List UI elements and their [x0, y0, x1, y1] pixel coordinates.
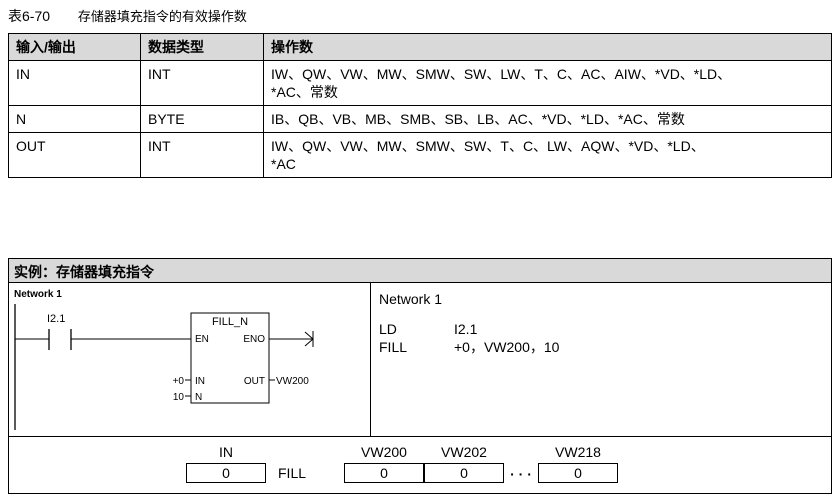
example-divider-vertical	[370, 283, 371, 436]
stl-arg-ld: I2.1	[454, 321, 478, 337]
example-divider-horizontal	[9, 436, 831, 437]
pin-n: N	[195, 392, 202, 403]
ladder-diagram: Network 1 I2.1 FILL_N EN ENO IN N OUT +0…	[14, 289, 314, 430]
header-io: 输入/输出	[8, 33, 141, 61]
cell-operands: IW、QW、VW、MW、SMW、SW、T、C、LW、AQW、*VD、*LD、 *…	[263, 132, 832, 178]
contact-address: I2.1	[47, 313, 65, 325]
cell-value-vw202: 0	[424, 463, 504, 483]
table-header-row: 输入/输出 数据类型 操作数	[8, 33, 832, 61]
cell-type: INT	[140, 132, 264, 178]
cell-io: N	[8, 105, 141, 133]
diagram-in-label: IN	[219, 444, 233, 460]
diagram-ellipsis: · · ·	[510, 466, 532, 482]
cell-label-vw202: VW202	[441, 444, 487, 460]
operands-line: *AC、常数	[271, 84, 338, 100]
pin-in: IN	[195, 376, 205, 387]
cell-operands: IW、QW、VW、MW、SMW、SW、LW、T、C、AC、AIW、*VD、*LD…	[263, 60, 832, 106]
table-row: OUT INT IW、QW、VW、MW、SMW、SW、T、C、LW、AQW、*V…	[8, 132, 832, 178]
in-value: +0	[173, 376, 185, 387]
cell-value-vw200: 0	[344, 463, 424, 483]
diagram-fill-label: FILL	[278, 465, 307, 481]
stl-op-fill: FILL	[379, 339, 408, 355]
cell-operands: IB、QB、VB、MB、SMB、SB、LB、AC、*VD、*LD、*AC、常数	[263, 105, 832, 133]
operands-line: IW、QW、VW、MW、SMW、SW、LW、T、C、AC、AIW、*VD、*LD…	[271, 66, 732, 82]
diagram-in-value: 0	[186, 463, 266, 483]
cell-type: BYTE	[140, 105, 264, 133]
pin-eno: ENO	[243, 334, 265, 345]
table-caption: 表6-70 存储器填充指令的有效操作数	[8, 6, 247, 26]
pin-en: EN	[195, 334, 209, 345]
stl-network-label: Network 1	[379, 291, 443, 307]
table-row: IN INT IW、QW、VW、MW、SMW、SW、LW、T、C、AC、AIW、…	[8, 60, 832, 106]
operands-table: 输入/输出 数据类型 操作数 IN INT IW、QW、VW、MW、SMW、SW…	[8, 33, 832, 178]
cell-type: INT	[140, 60, 264, 106]
pin-out: OUT	[244, 376, 265, 387]
n-value: 10	[173, 392, 185, 403]
box-title: FILL_N	[212, 316, 248, 328]
fill-n-box	[190, 312, 270, 404]
table-row: N BYTE IB、QB、VB、MB、SMB、SB、LB、AC、*VD、*LD、…	[8, 105, 832, 133]
cell-label-vw200: VW200	[361, 444, 407, 460]
header-type: 数据类型	[140, 33, 264, 61]
header-operands: 操作数	[263, 33, 832, 61]
operands-line: IW、QW、VW、MW、SMW、SW、T、C、LW、AQW、*VD、*LD、	[271, 138, 705, 154]
stl-arg-fill: +0，VW200，10	[454, 339, 560, 355]
table-number: 表6-70	[8, 8, 51, 24]
operands-line: *AC	[271, 156, 296, 172]
cell-value-vw218: 0	[538, 463, 618, 483]
stl-op-ld: LD	[379, 321, 397, 337]
operands-line: IB、QB、VB、MB、SMB、SB、LB、AC、*VD、*LD、*AC、常数	[271, 111, 685, 127]
table-title: 存储器填充指令的有效操作数	[77, 10, 247, 25]
example-title: 实例：存储器填充指令	[9, 259, 831, 283]
ladder-network-label: Network 1	[14, 289, 62, 300]
cell-io: OUT	[8, 132, 141, 178]
out-value: VW200	[276, 376, 309, 387]
cell-io: IN	[8, 60, 141, 106]
cell-label-vw218: VW218	[555, 444, 601, 460]
example-box	[8, 258, 832, 494]
